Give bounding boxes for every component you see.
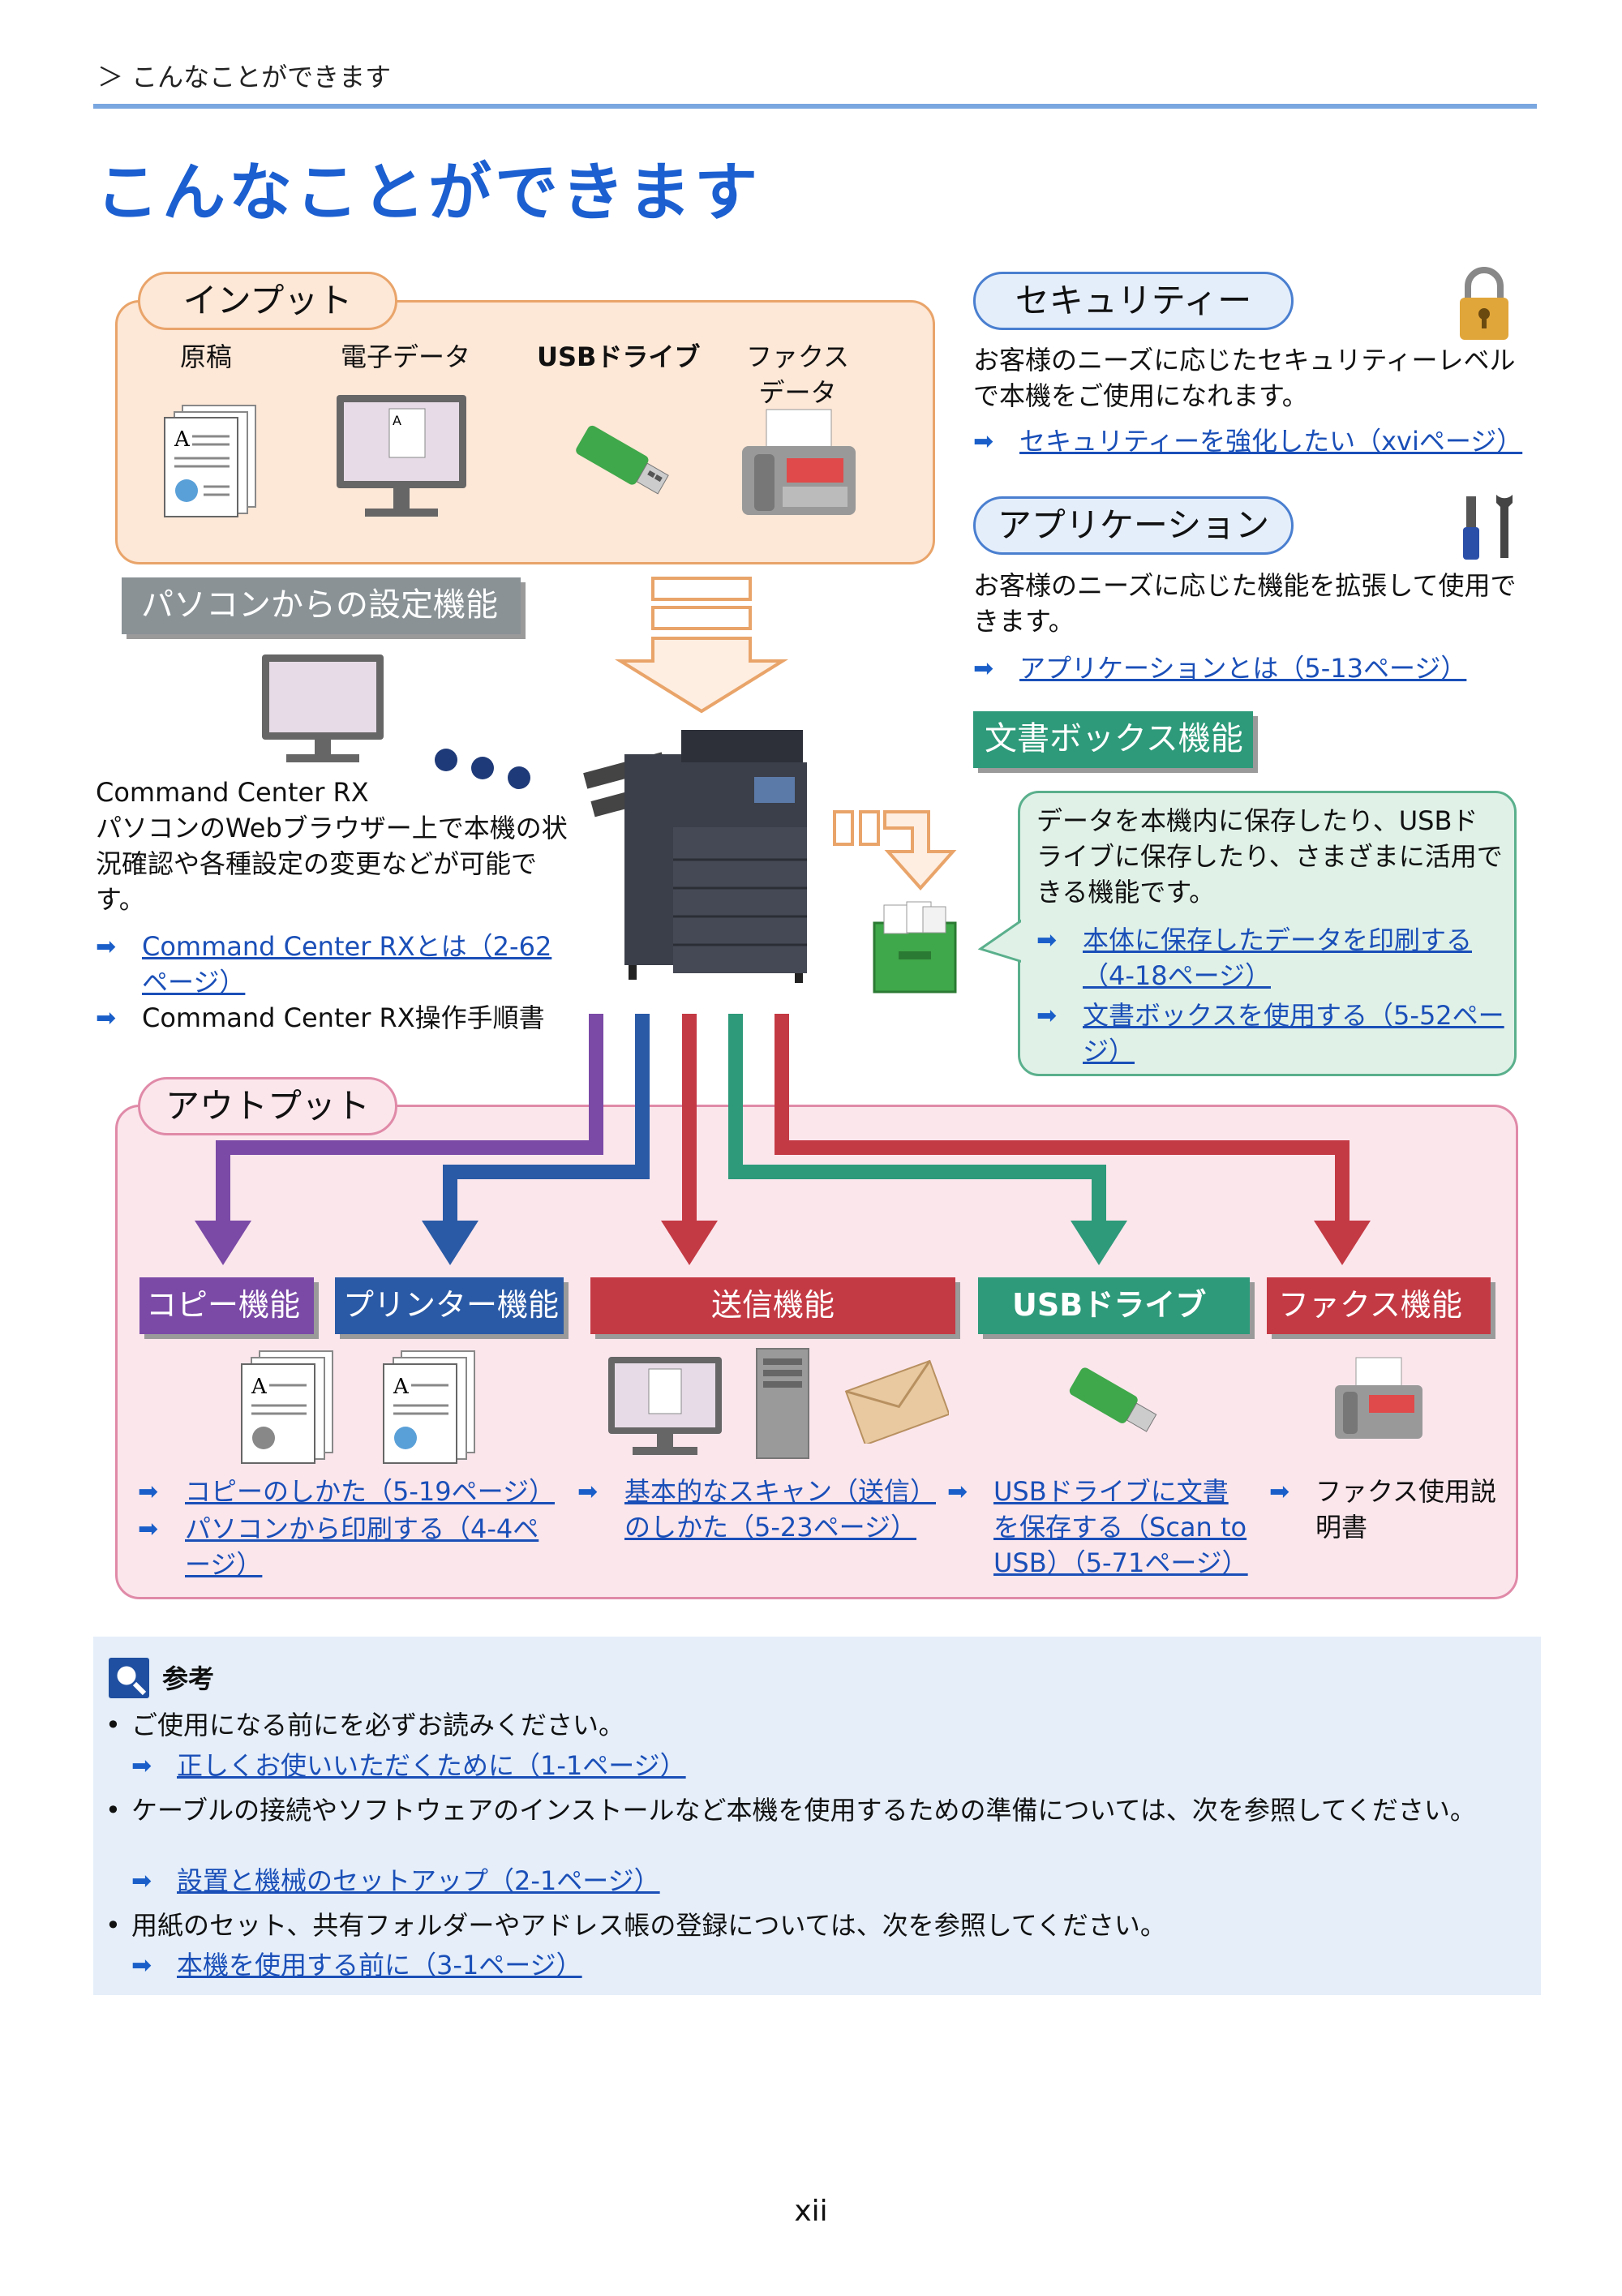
- arrow-icon: ➡: [577, 1478, 599, 1506]
- arrow-icon: ➡: [131, 1867, 152, 1895]
- copy-label: コピー機能: [139, 1277, 314, 1334]
- copy-document-icon: A: [241, 1350, 333, 1464]
- document-box-link-2[interactable]: 文書ボックスを使用する（5-52ページ）: [1083, 1000, 1504, 1066]
- document-box-bubble: [1018, 791, 1517, 1076]
- arrow-icon: ➡: [1036, 1002, 1058, 1030]
- page-number: xii: [794, 2195, 828, 2228]
- send-monitor-icon: [608, 1357, 722, 1455]
- svg-text:A: A: [393, 1375, 410, 1399]
- input-item-original: 原稿: [180, 341, 233, 372]
- connection-dots-icon: [435, 749, 530, 789]
- monitor-document-icon: A: [337, 395, 466, 517]
- padlock-icon: [1460, 267, 1508, 340]
- application-description: お客様のニーズに応じた機能を拡張して使用できます。: [973, 570, 1517, 637]
- bubble-pointer: [977, 918, 1026, 963]
- input-item-usb: USBドライブ: [537, 341, 701, 372]
- mfp-printer-icon: [583, 730, 807, 983]
- svg-text:A: A: [393, 413, 401, 428]
- send-label: 送信機能: [590, 1277, 955, 1334]
- document-stack-icon: A: [164, 405, 256, 517]
- arrow-icon: ➡: [96, 1004, 117, 1032]
- arrow-icon: ➡: [131, 1752, 152, 1780]
- output-flow-arrows: [195, 1014, 1371, 1265]
- note-title: 参考: [162, 1663, 215, 1694]
- document-box-icon: [873, 901, 957, 994]
- note-bullet-3: 用紙のセット、共有フォルダーやアドレス帳の登録については、次を参照してください。: [131, 1910, 1166, 1941]
- output-label: アウトプット: [138, 1077, 397, 1135]
- header-rule: [93, 104, 1537, 109]
- input-item-e-data: 電子データ: [341, 341, 471, 372]
- output-panel: [115, 1105, 1518, 1599]
- note-bullet-1: ご使用になる前にを必ずお読みください。: [131, 1710, 625, 1740]
- note-bullet-dot: •: [105, 1910, 121, 1941]
- arrow-icon: ➡: [1269, 1478, 1290, 1506]
- arrow-icon: ➡: [131, 1951, 152, 1980]
- security-description: お客様のニーズに応じたセキュリティーレベルで本機をご使用になれます。: [973, 345, 1516, 411]
- pc-app-name: Command Center RX: [96, 777, 369, 808]
- application-label: アプリケーション: [973, 496, 1294, 555]
- usb-output-icon: [1069, 1367, 1157, 1432]
- document-box-label: 文書ボックス機能: [973, 711, 1253, 768]
- arrow-icon: ➡: [96, 933, 117, 961]
- email-envelope-icon: [844, 1359, 949, 1444]
- pc-settings-label: パソコンからの設定機能: [122, 577, 521, 634]
- printer-label: プリンター機能: [335, 1277, 564, 1334]
- usb-drive-icon: [576, 425, 669, 495]
- pc-manual: Command Center RX操作手順書: [142, 1002, 545, 1033]
- printer-link[interactable]: パソコンから印刷する（4-4ページ）: [185, 1513, 539, 1580]
- document-box-link-1[interactable]: 本体に保存したデータを印刷する（4-18ページ）: [1083, 925, 1473, 991]
- arrow-icon: ➡: [138, 1515, 159, 1543]
- arrow-icon: ➡: [973, 654, 994, 683]
- arrow-icon: ➡: [947, 1478, 968, 1506]
- application-link[interactable]: アプリケーションとは（5-13ページ）: [1019, 653, 1467, 684]
- monitor-icon: [262, 654, 384, 762]
- document-box-description: データを本機内に保存したり、USBドライブに保存したり、さまざまに活用できる機能…: [1036, 805, 1503, 908]
- usb-link[interactable]: USBドライブに文書を保存する（Scan to USB）（5-71ページ）: [993, 1476, 1248, 1578]
- security-label: セキュリティー: [973, 272, 1294, 330]
- note-link-1[interactable]: 正しくお使いいただくために（1-1ページ）: [177, 1750, 686, 1781]
- input-item-fax-data: ファクス データ: [746, 341, 850, 408]
- pc-description: パソコンのWebブラウザー上で本機の状況確認や各種設定の変更などが可能です。: [96, 813, 568, 915]
- fax-manual: ファクス使用説明書: [1315, 1476, 1497, 1543]
- docbox-arrow-icon: [833, 810, 957, 891]
- note-magnifier-icon: [109, 1658, 149, 1698]
- arrow-icon: ➡: [138, 1478, 159, 1506]
- note-box: [93, 1637, 1541, 1995]
- security-link[interactable]: セキュリティーを強化したい（xviページ）: [1019, 426, 1523, 457]
- pc-link[interactable]: Command Center RXとは（2-62ページ）: [142, 931, 552, 998]
- input-down-arrow-icon: [614, 577, 789, 714]
- page-title: こんなことができます: [96, 157, 762, 230]
- copy-link[interactable]: コピーのしかた（5-19ページ）: [185, 1476, 555, 1507]
- server-icon: [756, 1348, 809, 1459]
- fax-label: ファクス機能: [1267, 1277, 1491, 1334]
- note-bullet-dot: •: [105, 1710, 121, 1740]
- svg-text:A: A: [174, 427, 191, 452]
- tools-icon: [1463, 495, 1513, 560]
- note-bullet-dot: •: [105, 1795, 121, 1826]
- print-document-icon: A: [383, 1350, 475, 1464]
- arrow-icon: ➡: [973, 427, 994, 456]
- send-link[interactable]: 基本的なスキャン（送信）のしかた（5-23ページ）: [624, 1476, 937, 1543]
- note-link-3[interactable]: 本機を使用する前に（3-1ページ）: [177, 1950, 582, 1981]
- input-label: インプット: [138, 272, 397, 330]
- usb-label: USBドライブ: [978, 1277, 1250, 1334]
- fax-machine-icon: [742, 409, 856, 515]
- arrow-icon: ➡: [1036, 926, 1058, 955]
- fax-output-icon: [1335, 1357, 1422, 1439]
- breadcrumb[interactable]: ＞ こんなことができます: [97, 62, 392, 92]
- note-bullet-2: ケーブルの接続やソフトウェアのインストールなど本機を使用するための準備については…: [131, 1795, 1476, 1826]
- note-link-2[interactable]: 設置と機械のセットアップ（2-1ページ）: [177, 1865, 660, 1896]
- svg-text:A: A: [251, 1375, 268, 1399]
